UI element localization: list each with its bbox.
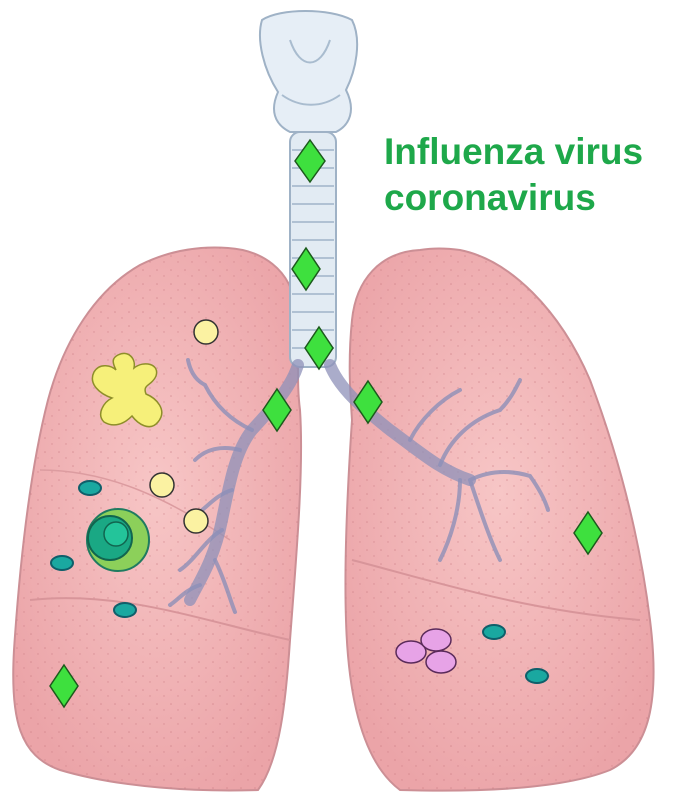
left-lung <box>13 248 301 791</box>
teal-oval-icon <box>79 481 101 495</box>
yellow-circle-icon <box>184 509 208 533</box>
right-lung <box>345 249 653 791</box>
teal-oval-icon <box>114 603 136 617</box>
virus-label-line1: Influenza virus <box>384 130 643 174</box>
green-cell-icon <box>87 509 149 571</box>
yellow-circle-icon <box>194 320 218 344</box>
teal-oval-icon <box>526 669 548 683</box>
virus-label-line2: coronavirus <box>384 176 596 220</box>
teal-oval-icon <box>483 625 505 639</box>
yellow-circle-icon <box>150 473 174 497</box>
teal-oval-icon <box>51 556 73 570</box>
